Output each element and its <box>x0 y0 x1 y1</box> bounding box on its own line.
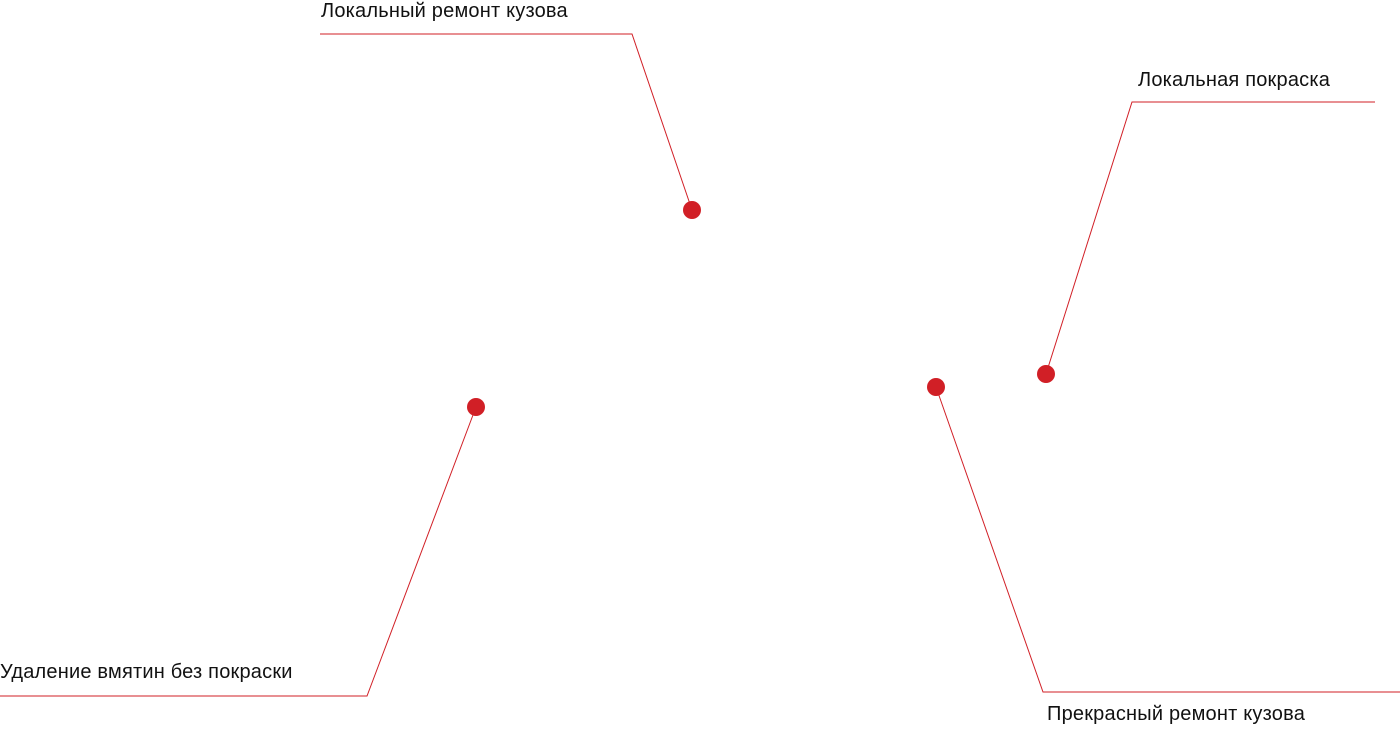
callout-label-dent-removal: Удаление вмятин без покраски <box>0 661 293 683</box>
callout-great-repair <box>927 378 1400 693</box>
leader-line-great-repair <box>935 386 1400 693</box>
leader-line-body-repair <box>320 33 693 211</box>
callout-body-repair <box>320 33 701 219</box>
callout-label-local-paint: Локальная покраска <box>1138 69 1331 91</box>
leader-line-local-paint <box>1045 101 1375 375</box>
callout-label-body-repair: Локальный ремонт кузова <box>321 0 568 22</box>
callout-local-paint <box>1037 101 1375 383</box>
callout-label-great-repair: Прекрасный ремонт кузова <box>1047 703 1306 725</box>
hotspot-local-paint[interactable] <box>1037 365 1055 383</box>
callout-dent-removal <box>0 398 485 697</box>
hotspot-dent-removal[interactable] <box>467 398 485 416</box>
hotspot-great-repair[interactable] <box>927 378 945 396</box>
leader-line-dent-removal <box>0 406 477 697</box>
hotspot-body-repair[interactable] <box>683 201 701 219</box>
